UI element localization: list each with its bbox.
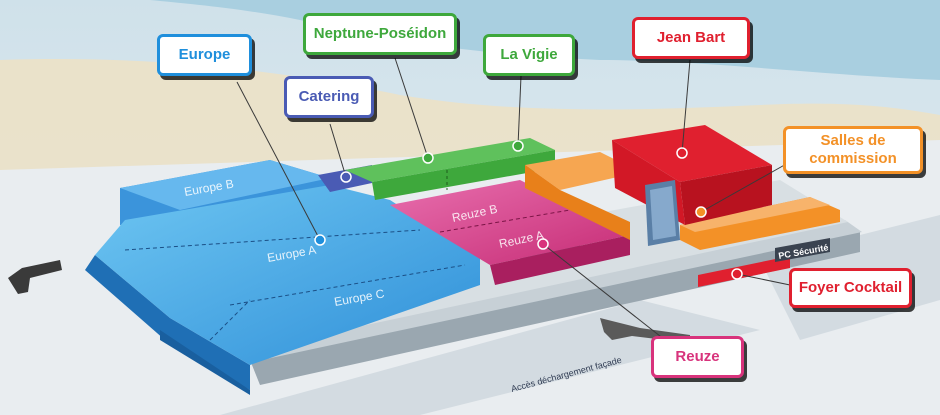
label-reuze[interactable]: Reuze xyxy=(651,336,744,378)
salles-front xyxy=(525,165,630,240)
leader-foyer xyxy=(736,273,791,286)
label-neptune[interactable]: Neptune-Poséidon xyxy=(303,13,457,55)
europe-main-side xyxy=(85,255,250,390)
marker-europe[interactable] xyxy=(314,234,326,246)
access-arrow-left xyxy=(8,260,62,294)
leader-jean-bart xyxy=(681,59,691,154)
label-vigie[interactable]: La Vigie xyxy=(483,34,575,76)
europe-divider-2 xyxy=(229,264,466,306)
europe-divider-3 xyxy=(209,299,251,341)
europe-divider-1 xyxy=(124,229,421,251)
jean-bart-roof xyxy=(612,125,772,182)
marker-neptune[interactable] xyxy=(422,152,434,164)
marker-vigie[interactable] xyxy=(512,140,524,152)
reuze-divider xyxy=(439,209,571,233)
europe-b-top xyxy=(120,160,330,210)
leader-europe xyxy=(236,81,321,241)
label-foyer[interactable]: Foyer Cocktail xyxy=(789,268,912,308)
leader-salles xyxy=(700,162,789,213)
leader-neptune xyxy=(394,57,429,159)
neptune-front xyxy=(372,150,555,200)
marker-foyer[interactable] xyxy=(731,268,743,280)
reuze-front xyxy=(490,235,630,285)
salles-wing-top xyxy=(680,197,830,232)
leader-lines xyxy=(236,57,791,341)
europe-left-side xyxy=(160,330,250,395)
label-catering[interactable]: Catering xyxy=(284,76,374,118)
leader-reuze xyxy=(542,243,666,341)
europe-main-roof xyxy=(95,185,480,365)
building-front-wall xyxy=(250,232,860,385)
label-jean-bart[interactable]: Jean Bart xyxy=(632,17,750,59)
markers xyxy=(314,140,743,280)
pc-securite-tag xyxy=(775,238,830,262)
foyer-strip xyxy=(698,256,790,287)
marker-jean-bart[interactable] xyxy=(676,147,688,159)
label-europe[interactable]: Europe xyxy=(157,34,252,76)
marker-catering[interactable] xyxy=(340,171,352,183)
leader-catering xyxy=(329,123,347,178)
building-front-roof xyxy=(240,220,862,362)
reuze-roof xyxy=(390,180,630,265)
salles-roof xyxy=(525,152,640,190)
marker-salles[interactable] xyxy=(695,206,707,218)
neptune-roof xyxy=(345,138,555,182)
marker-reuze[interactable] xyxy=(537,238,549,250)
label-salles[interactable]: Salles de commission xyxy=(783,126,923,174)
tower-glass xyxy=(650,186,676,240)
leader-vigie xyxy=(517,75,522,147)
